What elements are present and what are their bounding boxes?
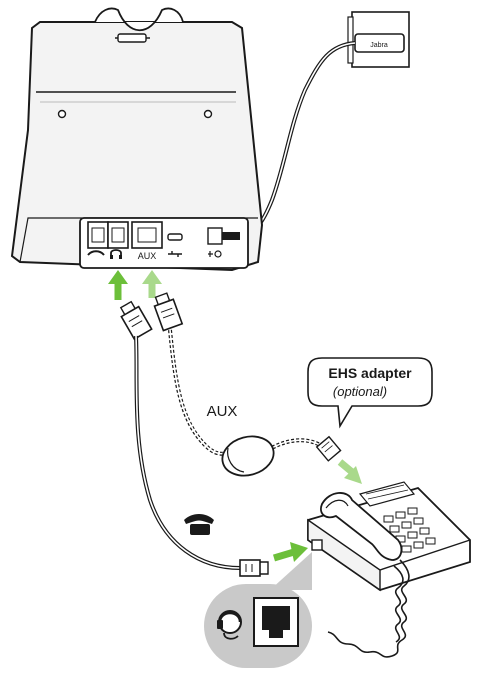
power-port[interactable] bbox=[207, 227, 240, 245]
cable-aux-label: AUX bbox=[207, 403, 238, 420]
wall-adapter-brand: Jabra bbox=[370, 42, 388, 49]
rj-plug-phone-end bbox=[239, 559, 269, 577]
keypad bbox=[383, 507, 436, 553]
headset-port[interactable] bbox=[107, 221, 129, 249]
base-port-aux-label: AUX bbox=[138, 251, 157, 261]
detail-headset-icon bbox=[217, 610, 242, 640]
power-adapter: Jabra bbox=[354, 33, 405, 53]
power-icon bbox=[208, 250, 222, 258]
ehs-callout: EHS adapter (optional) bbox=[307, 357, 433, 429]
usb-icon bbox=[168, 251, 182, 257]
callout-title: EHS adapter bbox=[328, 365, 412, 381]
rj-plug-telephone-cable bbox=[119, 300, 153, 341]
arrow-into-phone-port bbox=[108, 270, 128, 300]
desk-phone bbox=[307, 481, 471, 592]
handset-icon bbox=[87, 250, 105, 256]
detail-inset bbox=[204, 552, 312, 668]
phone-port[interactable] bbox=[87, 221, 109, 249]
usb-port[interactable] bbox=[167, 233, 183, 241]
arrow-ehs-to-phone bbox=[337, 459, 362, 484]
arrow-into-aux-port bbox=[142, 270, 162, 298]
callout-subtitle: (optional) bbox=[333, 384, 387, 399]
rj-plug-aux-cable bbox=[153, 292, 184, 332]
aux-port[interactable] bbox=[131, 221, 163, 249]
headset-icon bbox=[110, 249, 122, 259]
coiled-cord bbox=[327, 559, 410, 658]
detail-port-icon bbox=[253, 597, 299, 647]
telephone-icon bbox=[184, 514, 214, 535]
arrow-into-desk-phone bbox=[272, 542, 308, 562]
ehs-adapter bbox=[221, 435, 275, 477]
rj-plug-ehs bbox=[315, 435, 342, 462]
